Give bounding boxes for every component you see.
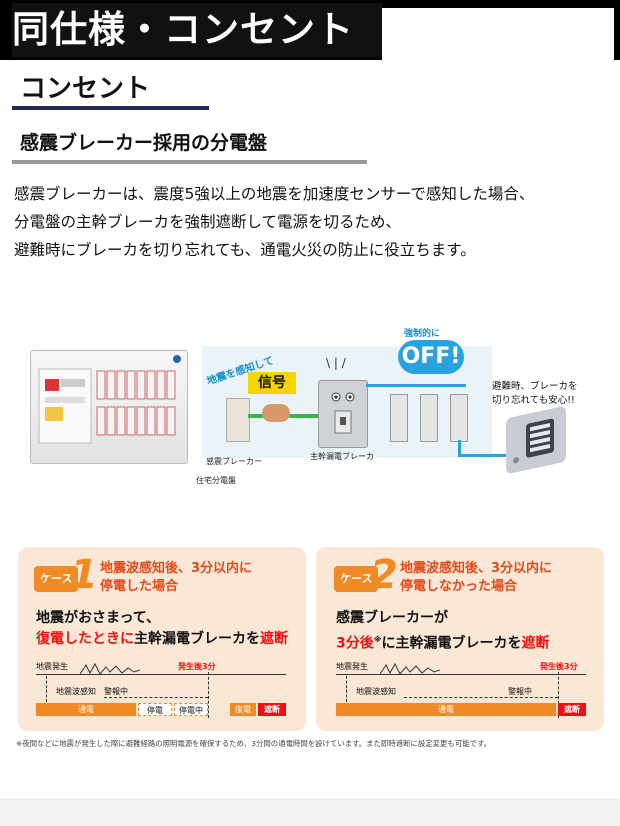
light-caption: 避難時、ブレーカを 切り忘れても安心!! [492,380,578,408]
main-breaker-icon [318,380,368,448]
description-line: 分電盤の主幹ブレーカを強制遮断して電源を切るため、 [14,213,402,231]
case-1-bar-restore: 復電 [230,703,256,716]
case-1-axis [36,674,286,675]
main-breaker-label: 主幹漏電ブレーカ [310,452,374,461]
sub-title: 感震ブレーカー採用の分電盤 [20,132,268,154]
signal-label: 信号 [248,372,296,394]
case-2-quake-wave-icon [380,662,440,675]
case-2-alarm-line [404,697,558,698]
case-1-bar-outage-ongoing: 停電中 [174,703,208,716]
case-2-tag: ケース [334,566,379,592]
panel-breakers-icon [38,355,181,444]
case-1-alarm-line [104,697,208,698]
section-rule [12,106,209,110]
off-bubble: OFF! [398,340,464,374]
case-2-3min-mark [558,672,559,718]
case-1-bar-power: 通電 [36,703,136,716]
case-1-bar-outage: 停電 [138,703,172,716]
light-caption-line: 避難時、ブレーカを [492,381,578,392]
case-2-red-text: 3分後 [336,635,374,652]
bottom-strip [0,798,620,826]
alert-marks-icon: \ | / [326,356,346,370]
hand-icon [262,404,290,422]
description: 感震ブレーカーは、震度5強以上の地震を加速度センサーで感知した場合、 分電盤の主… [14,180,612,264]
case-1-heading-line: 停電した場合 [100,579,179,594]
case-1-bar-cut: 遮断 [258,703,286,716]
case-1-red-text: 復電したときに [36,631,134,647]
case-1-tag: ケース [34,566,79,592]
case-1-start-mark [46,676,47,702]
case-2-detect-label: 地震波感知 [356,687,396,696]
case-2-after-label: 発生後3分 [540,662,578,671]
case-2-heading-line: 地震波感知後、3分以内に [400,561,553,576]
case-1-black-text: 主幹漏電ブレーカを [134,631,260,647]
case-2-axis [336,674,586,675]
case-1-lead: 地震がおさまって、 復電したときに主幹漏電ブレーカを遮断 [36,608,288,650]
blue-wire-down [458,440,461,456]
case-1-heading-line: 地震波感知後、3分以内に [100,561,253,576]
case-2-cut-text: 遮断 [521,635,550,652]
case-1-3min-mark [208,672,209,718]
branch-breaker-icon [390,394,408,442]
case-1-quake-wave-icon [80,662,140,675]
case-2-bar-power: 通電 [336,703,556,716]
sub-rule [12,160,367,164]
case-1-lead-line: 復電したときに主幹漏電ブレーカを遮断 [36,629,288,650]
branch-breaker-icon [450,394,468,442]
case-1-heading: 地震波感知後、3分以内に 停電した場合 [100,560,252,596]
case-2-start-mark [346,676,347,702]
branch-breaker-icon [420,394,438,442]
case-2-heading-line: 停電しなかった場合 [400,579,518,594]
description-line: 避難時にブレーカを切り忘れても、通電火災の防止に役立ちます。 [14,241,476,259]
case-2-lead-line: 3分後※に主幹漏電ブレーカを遮断 [336,629,550,655]
panel-label: 住宅分電盤 [196,476,236,485]
light-slots-icon [513,418,554,464]
case-2-lead: 感震ブレーカーが 3分後※に主幹漏電ブレーカを遮断 [336,608,550,655]
footnote: ※夜間などに地震が発生した際に避難経路の照明電源を確保するため、3分間の通電時間… [16,739,492,748]
forced-label: 強制的に [404,329,441,339]
case-1-after-label: 発生後3分 [178,662,216,671]
eq-breaker-label: 感震ブレーカー [206,457,262,466]
case-1-cut-text: 遮断 [260,631,288,647]
earthquake-breaker-icon [226,398,250,442]
main-breaker-face-icon [331,392,355,434]
case-1-alarm-label: 警報中 [104,687,128,696]
case-2-note-mark: ※ [373,635,382,644]
blue-wire-light [458,454,516,457]
page-title: 同仕様・コンセント [12,3,382,57]
description-line: 感震ブレーカーは、震度5強以上の地震を加速度センサーで感知した場合、 [14,185,535,203]
case-2-quake-label: 地震発生 [336,662,368,671]
emergency-light-icon [506,405,566,475]
title-band-blank [382,8,614,60]
case-2-bar-cut: 遮断 [558,703,586,716]
distribution-panel-image [30,350,188,464]
section-title: コンセント [20,74,151,104]
case-1-detect-label: 地震波感知 [56,687,96,696]
case-2-black-text: に主幹漏電ブレーカを [381,635,522,652]
case-2-alarm-label: 警報中 [508,687,532,696]
blue-wire-top [366,384,466,387]
case-1-number: 1 [70,552,98,598]
light-caption-line: 切り忘れても安心!! [492,395,575,406]
case-2-lead-line: 感震ブレーカーが [336,610,448,626]
case-1-lead-line: 地震がおさまって、 [36,610,161,626]
case-2-number: 2 [370,552,398,598]
case-1-quake-label: 地震発生 [36,662,68,671]
case-2-heading: 地震波感知後、3分以内に 停電しなかった場合 [400,560,552,596]
